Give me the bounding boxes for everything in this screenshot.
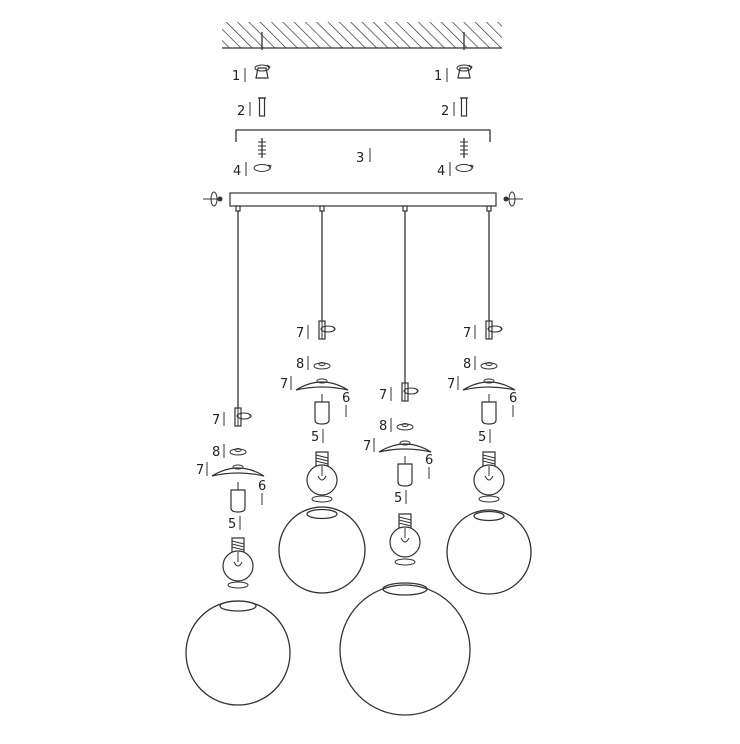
label-6-p4: 6: [509, 391, 517, 406]
label-6-p1: 6: [258, 479, 266, 494]
anchor-icon-left: [254, 64, 271, 79]
mounting-bracket: 3: [235, 129, 491, 166]
label-7b-p3: 7: [363, 439, 371, 454]
label-7a-p1: 7: [212, 413, 220, 428]
label-7b-p2: 7: [280, 377, 288, 392]
label-6-p2: 6: [342, 391, 350, 406]
pendant-3: 7 8 7 6 5: [339, 211, 471, 716]
right-mount-column: 1 2: [434, 32, 473, 119]
label-4-left: 4: [233, 164, 241, 179]
label-7a-p4: 7: [463, 326, 471, 341]
label-4-right: 4: [437, 164, 445, 179]
label-2-right: 2: [441, 104, 449, 119]
label-5-p2: 5: [311, 430, 319, 445]
pendant-2: 7 8 7 6 5: [278, 211, 366, 594]
label-7a-p2: 7: [296, 326, 304, 341]
bolt-left: 4: [233, 138, 272, 179]
anchor-icon-right: [456, 64, 473, 79]
screw-icon-right: [460, 97, 468, 117]
label-1-left: 1: [232, 69, 240, 84]
label-5-p4: 5: [478, 430, 486, 445]
bolt-right: 4: [437, 138, 474, 179]
label-8-p4: 8: [463, 357, 471, 372]
label-1-right: 1: [434, 69, 442, 84]
screw-icon-left: [258, 97, 266, 117]
label-6-p3: 6: [425, 453, 433, 468]
label-5-p1: 5: [228, 517, 236, 532]
label-7a-p3: 7: [379, 388, 387, 403]
label-2-left: 2: [237, 104, 245, 119]
pendant-4: 7 8 7 6 5: [446, 211, 532, 595]
label-5-p3: 5: [394, 491, 402, 506]
pendant-1: 7 8 7 6 5: [185, 211, 291, 706]
label-8-p2: 8: [296, 357, 304, 372]
label-8-p3: 8: [379, 419, 387, 434]
label-3: 3: [356, 151, 364, 166]
canopy-bar: [203, 191, 523, 212]
ceiling: [222, 22, 502, 49]
label-8-p1: 8: [212, 445, 220, 460]
label-7b-p4: 7: [447, 377, 455, 392]
left-mount-column: 1 2: [232, 32, 271, 119]
label-7b-p1: 7: [196, 463, 204, 478]
